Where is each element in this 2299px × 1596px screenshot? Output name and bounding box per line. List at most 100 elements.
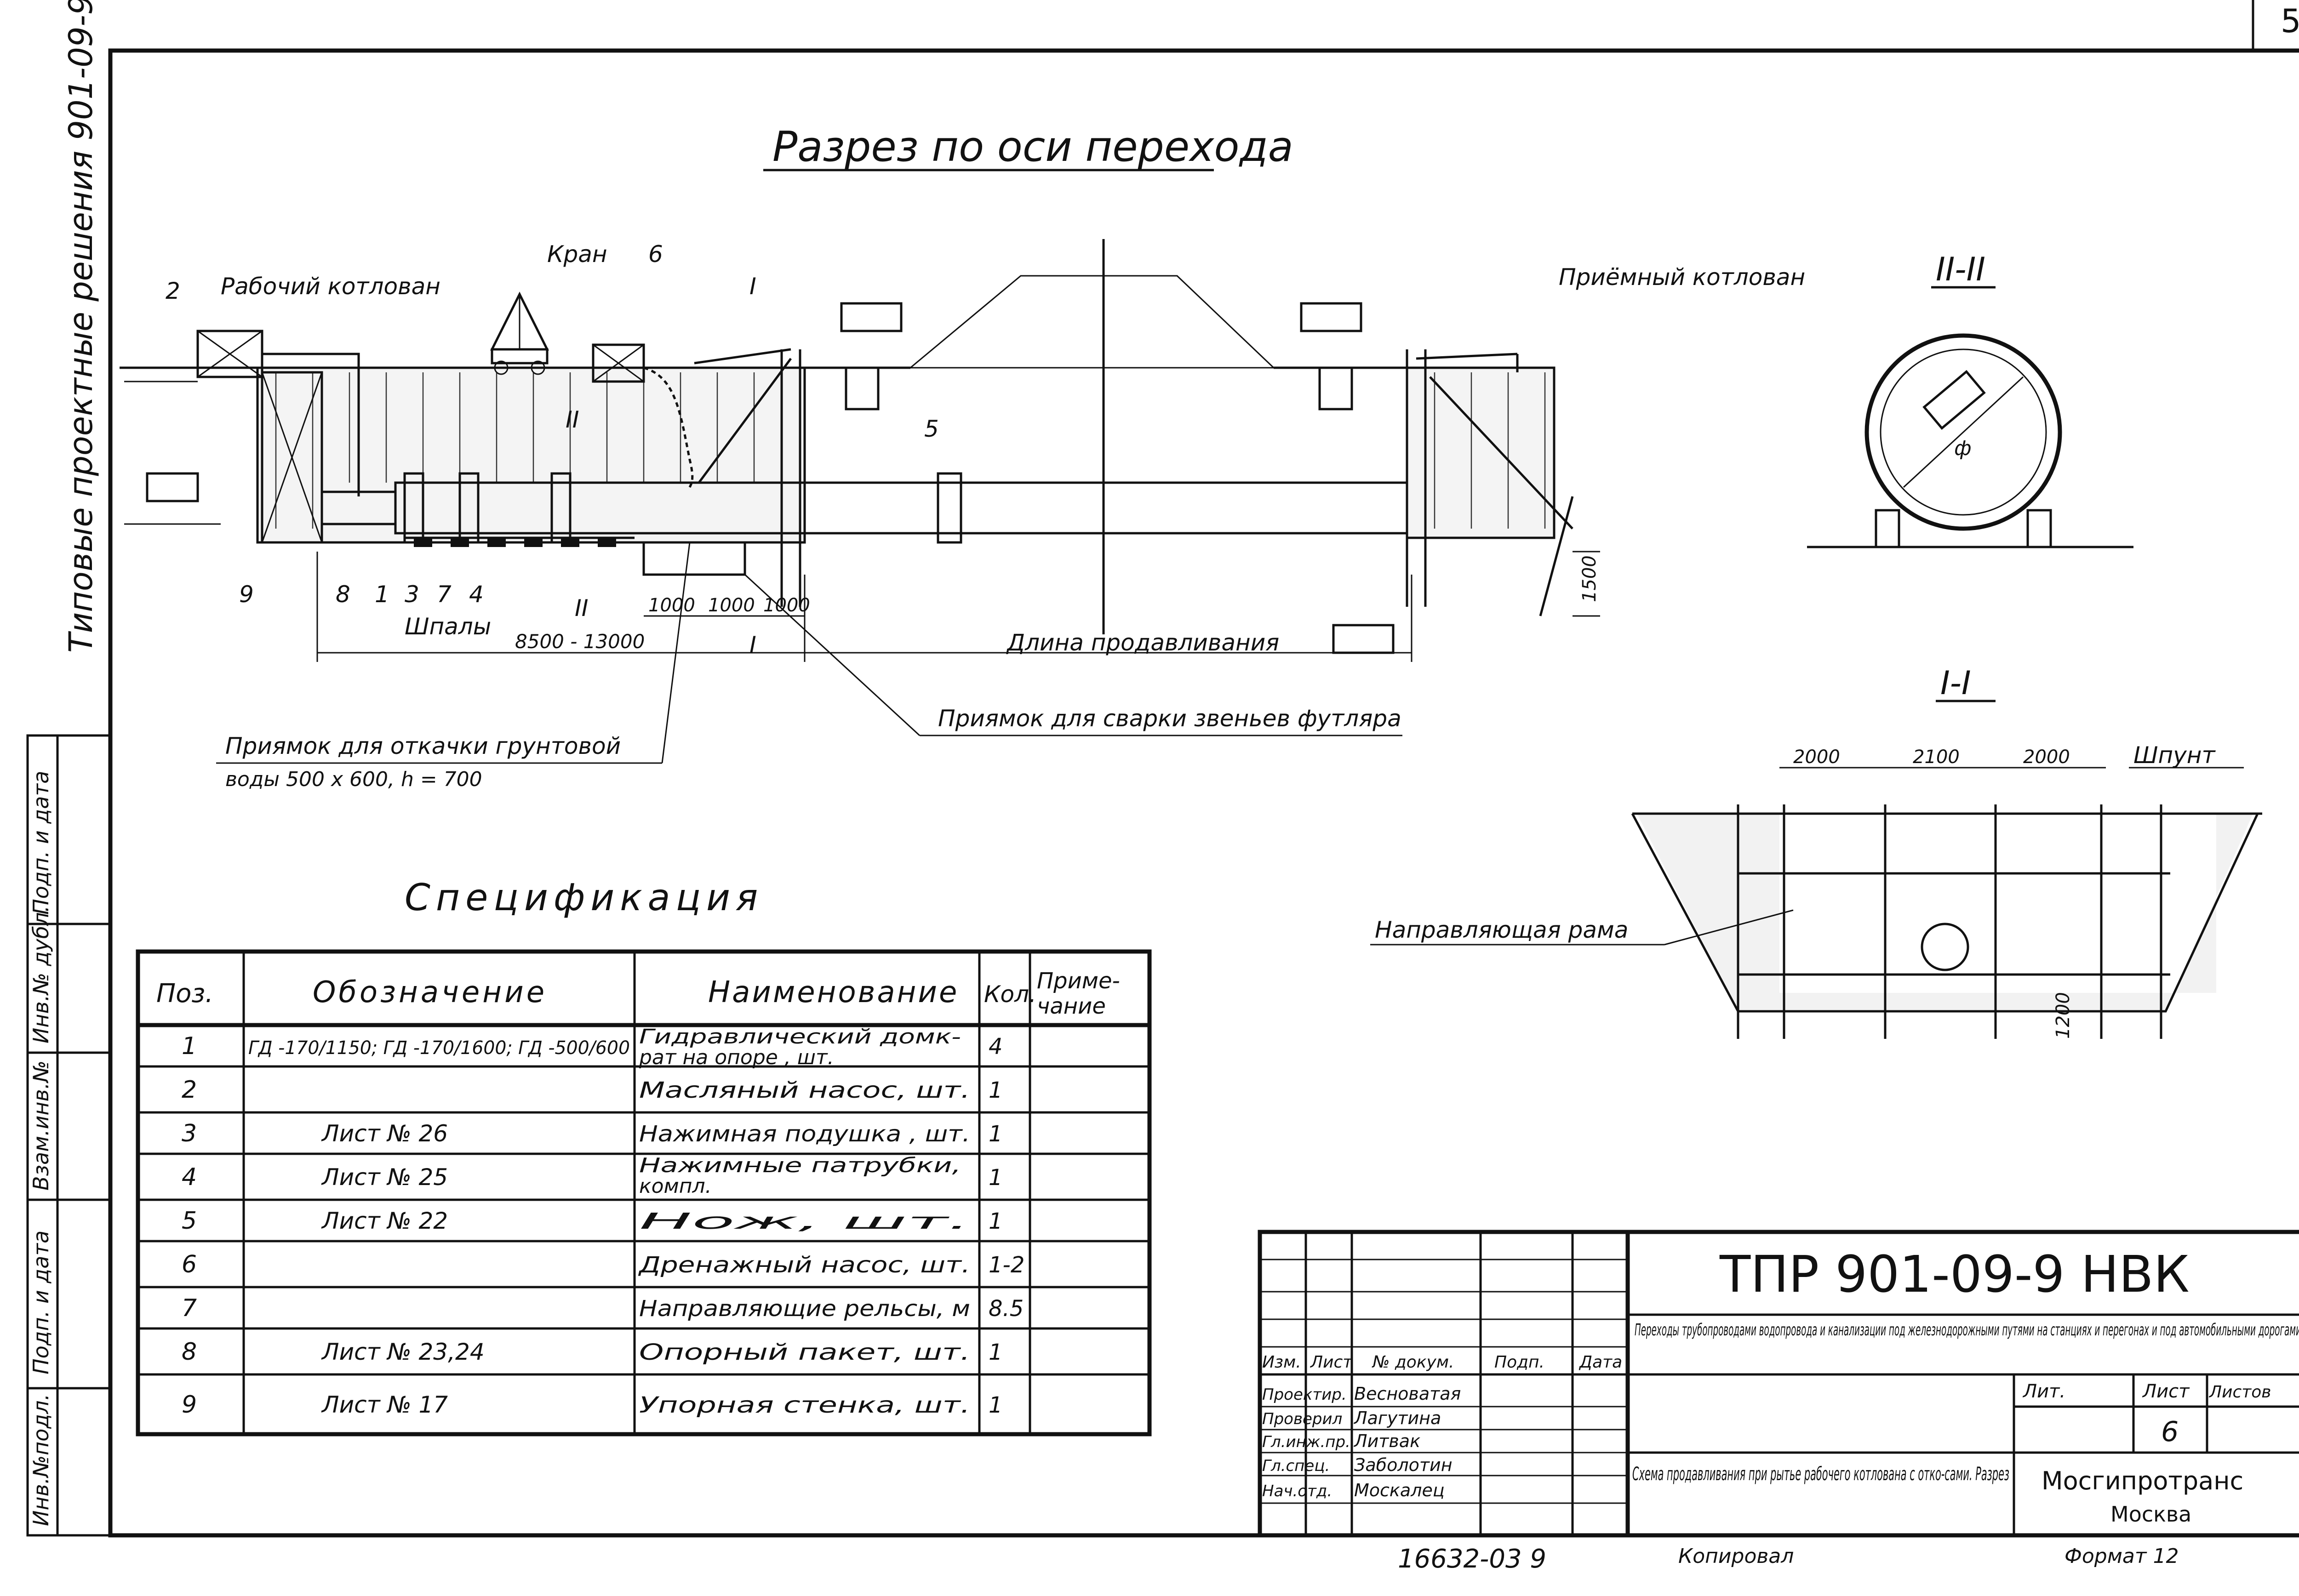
spec-qty-1: 4 <box>989 1034 1003 1060</box>
tb-role-3: Гл.спец. <box>1262 1457 1330 1475</box>
spec-designation-5: Лист № 22 <box>321 1208 448 1234</box>
spec-designation-1: ГД -170/1150; ГД -170/1600; ГД -500/600 <box>248 1037 630 1059</box>
stamp-podp-data: Подп. и дата <box>29 1231 53 1374</box>
label-weld-pit: Приямок для сварки звеньев футляра <box>938 705 1401 732</box>
dim-1200: 1200 <box>2053 992 2074 1039</box>
knife-5 <box>937 472 962 544</box>
spec-header-name: Наименование <box>708 975 959 1009</box>
tb-listov: Листов <box>2208 1383 2271 1402</box>
label-drain-pit-1: Приямок для откачки грунтовой <box>225 733 621 759</box>
crane-icon <box>490 291 549 375</box>
label-pos-6: 6 <box>648 241 663 268</box>
spec-qty-2: 1 <box>989 1077 1003 1103</box>
spec-name-1: Гидравлический домк- <box>639 1025 961 1049</box>
spec-pos-7: 7 <box>182 1294 197 1322</box>
dim-1000-b: 1000 <box>708 595 755 616</box>
spec-name-4-b: компл. <box>639 1174 712 1198</box>
spec-designation-8: Лист № 23,24 <box>321 1339 485 1365</box>
spec-name-4: Нажимные патрубки, <box>639 1154 961 1177</box>
spec-name-1-b: рат на опоре , шт. <box>639 1046 834 1069</box>
tb-lit: Лит. <box>2022 1381 2065 1402</box>
tb-role-0: Проектир. <box>1262 1385 1347 1404</box>
label-pos-5: 5 <box>924 416 939 442</box>
spec-header-note-line: Приме- <box>1037 968 1120 994</box>
tb-role-1: Проверил <box>1262 1410 1342 1428</box>
tb-head-doc: № докум. <box>1372 1353 1454 1372</box>
spec-designation-3: Лист № 26 <box>321 1120 448 1147</box>
spec-qty-9: 1 <box>989 1392 1003 1418</box>
footer-copied: Копировал <box>1678 1545 1794 1568</box>
spec-table: Спецификация Поз. Обозначение Наименован… <box>136 876 1152 1436</box>
thrust-wall <box>261 371 323 544</box>
footer-format: Формат 12 <box>2065 1545 2179 1568</box>
dim-1500: 1500 <box>1579 555 1600 602</box>
spec-header-designation: Обозначение <box>313 975 547 1009</box>
stamp-inv-dubl: Инв.№ дубл. <box>29 906 53 1043</box>
dim-2100: 2100 <box>1913 747 1960 768</box>
label-drain-pit-2: воды 500 х 600, h = 700 <box>225 768 482 791</box>
label-cut-II-top: II <box>566 406 579 433</box>
spec-designation-9: Лист № 17 <box>321 1391 448 1418</box>
spec-name-5: Нож, шт. <box>639 1208 970 1234</box>
side-stamp: Инв.№подл. Подп. и дата Взам.инв.№ Инв.№… <box>26 734 112 1537</box>
label-sheet-pile: Шпунт <box>2133 742 2216 769</box>
weld-pit <box>642 541 746 576</box>
spec-name-6: Дренажный насос, шт. <box>638 1252 970 1278</box>
tb-city: Москва <box>2110 1502 2191 1527</box>
tb-role-4: Нач.отд. <box>1262 1482 1332 1500</box>
label-pos-8: 8 <box>336 581 350 608</box>
tb-head-date: Дата <box>1578 1353 1622 1372</box>
label-pos-3: 3 <box>405 581 419 608</box>
tb-name-3: Заболотин <box>1354 1455 1453 1475</box>
stamp-vzam-inv: Взам.инв.№ <box>29 1060 53 1191</box>
section-II-title: II-II <box>1936 251 1985 288</box>
tb-role-2: Гл.инж.пр. <box>1262 1433 1350 1451</box>
tb-project: Переходы трубопроводами водопровода и ка… <box>1635 1321 2299 1340</box>
label-pos-9: 9 <box>239 581 254 608</box>
dim-2000-right: 2000 <box>2023 747 2070 768</box>
side-album-title: Типовые проектные решения 901-09-9 Альбо… <box>62 0 100 653</box>
spec-name-3: Нажимная подушка , шт. <box>639 1121 970 1147</box>
section-I-title: I-I <box>1940 664 1971 702</box>
spec-header-note-line: чание <box>1037 993 1106 1019</box>
spec-header-qty: Кол. <box>984 981 1036 1008</box>
label-pos-2: 2 <box>166 278 180 304</box>
stamp-podp-data2: Подп. и дата <box>29 771 53 915</box>
work-pit <box>256 366 806 544</box>
spec-header-pos: Поз. <box>156 979 213 1009</box>
spec-name-7: Направляющие рельсы, м <box>639 1296 970 1322</box>
label-receive-pit: Приёмный котлован <box>1559 264 1805 291</box>
tb-list: Лист <box>2142 1381 2190 1402</box>
tb-org: Мосгипротранс <box>2042 1466 2243 1495</box>
spec-name-2: Масляный насос, шт. <box>639 1077 970 1103</box>
spec-name-8: Опорный пакет, шт. <box>639 1340 970 1365</box>
dim-1000-a: 1000 <box>648 595 695 616</box>
tb-sheet-title: Схема продавливания при рытье рабочего к… <box>1632 1464 2009 1485</box>
spec-pos-2: 2 <box>182 1076 197 1104</box>
spec-qty-4: 1 <box>989 1165 1003 1191</box>
tb-sheet-no: 6 <box>2161 1416 2179 1448</box>
spec-pos-9: 9 <box>182 1391 197 1419</box>
label-pos-1: 1 <box>375 581 389 608</box>
jack <box>320 490 397 525</box>
spec-qty-6: 1-2 <box>989 1252 1024 1278</box>
dim-8500-13000: 8500 - 13000 <box>515 630 645 653</box>
label-pos-7: 7 <box>437 581 452 608</box>
spec-qty-7: 8.5 <box>989 1296 1024 1322</box>
spec-header-note: Приме-чание <box>1037 968 1120 1019</box>
spec-pos-4: 4 <box>182 1163 197 1191</box>
spec-qty-8: 1 <box>989 1340 1003 1365</box>
receive-pit <box>1406 366 1556 539</box>
spec-designation-4: Лист № 25 <box>321 1164 448 1191</box>
label-guide-frame: Направляющая рама <box>1375 917 1628 943</box>
tb-code: ТПР 901-09-9 НВК <box>1719 1245 2190 1304</box>
label-work-pit: Рабочий котлован <box>221 273 440 300</box>
spec-title: Спецификация <box>405 876 763 919</box>
spec-qty-5: 1 <box>989 1208 1003 1234</box>
dim-1000-c: 1000 <box>763 595 810 616</box>
spec-pos-1: 1 <box>182 1032 197 1060</box>
spec-pos-6: 6 <box>182 1251 197 1278</box>
